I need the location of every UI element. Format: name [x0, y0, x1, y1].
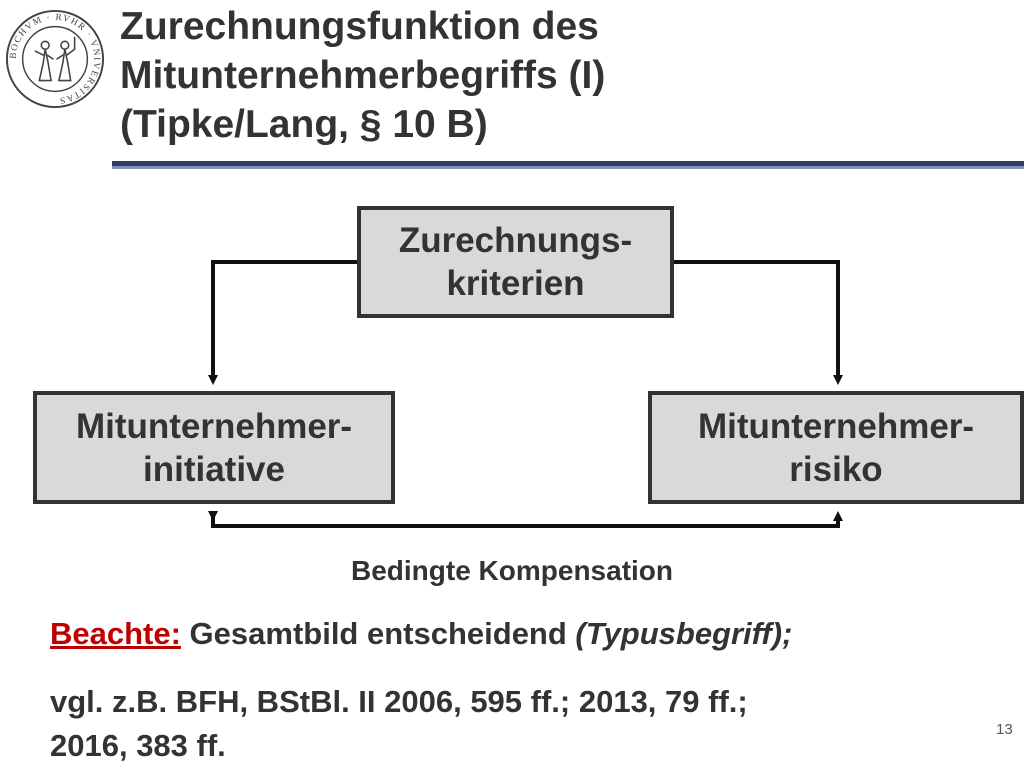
box-right-line-1: Mitunternehmer-	[697, 406, 975, 446]
page-number: 13	[996, 721, 1013, 738]
box-right-line-2: risiko	[789, 449, 883, 489]
reference-line-1: vgl. z.B. BFH, BStBl. II 2006, 595 ff.; …	[50, 684, 748, 719]
box-left-line-2: initiative	[143, 449, 285, 489]
connector-top-to-right	[674, 260, 843, 385]
box-left-line-1: Mitunternehmer-	[75, 406, 353, 446]
connector-compensation	[208, 511, 843, 528]
beachte-note: Beachte: Gesamtbild entscheidend (Typusb…	[50, 612, 792, 656]
university-seal-logo: BOCHVM · RVHR · VNIVERSITAS	[5, 9, 105, 109]
slide-title: Zurechnungsfunktion des Mitunternehmerbe…	[120, 2, 605, 149]
slide-title-line-1: Zurechnungsfunktion des	[120, 5, 599, 48]
box-zurechnungskriterien: Zurechnungs- kriterien	[357, 206, 674, 318]
title-divider-dark	[112, 161, 1024, 166]
box-top-line-1: Zurechnungs-	[398, 221, 633, 260]
title-divider-light	[112, 166, 1024, 169]
beachte-italic: (Typusbegriff);	[575, 616, 793, 651]
slide-title-line-2: Mitunternehmerbegriffs (I)	[120, 54, 606, 97]
reference-note: vgl. z.B. BFH, BStBl. II 2006, 595 ff.; …	[50, 680, 748, 768]
connector-top-to-left	[208, 260, 357, 385]
beachte-label: Beachte:	[50, 616, 181, 651]
box-top-line-2: kriterien	[446, 264, 585, 303]
compensation-caption: Bedingte Kompensation	[350, 555, 673, 586]
box-mitunternehmerrisiko: Mitunternehmer- risiko	[648, 391, 1024, 504]
box-mitunternehmerinitiative: Mitunternehmer- initiative	[33, 391, 395, 504]
slide-title-line-3: (Tipke/Lang, § 10 B)	[120, 103, 488, 146]
beachte-text: Gesamtbild entscheidend	[180, 616, 576, 651]
reference-line-2: 2016, 383 ff.	[50, 728, 226, 763]
